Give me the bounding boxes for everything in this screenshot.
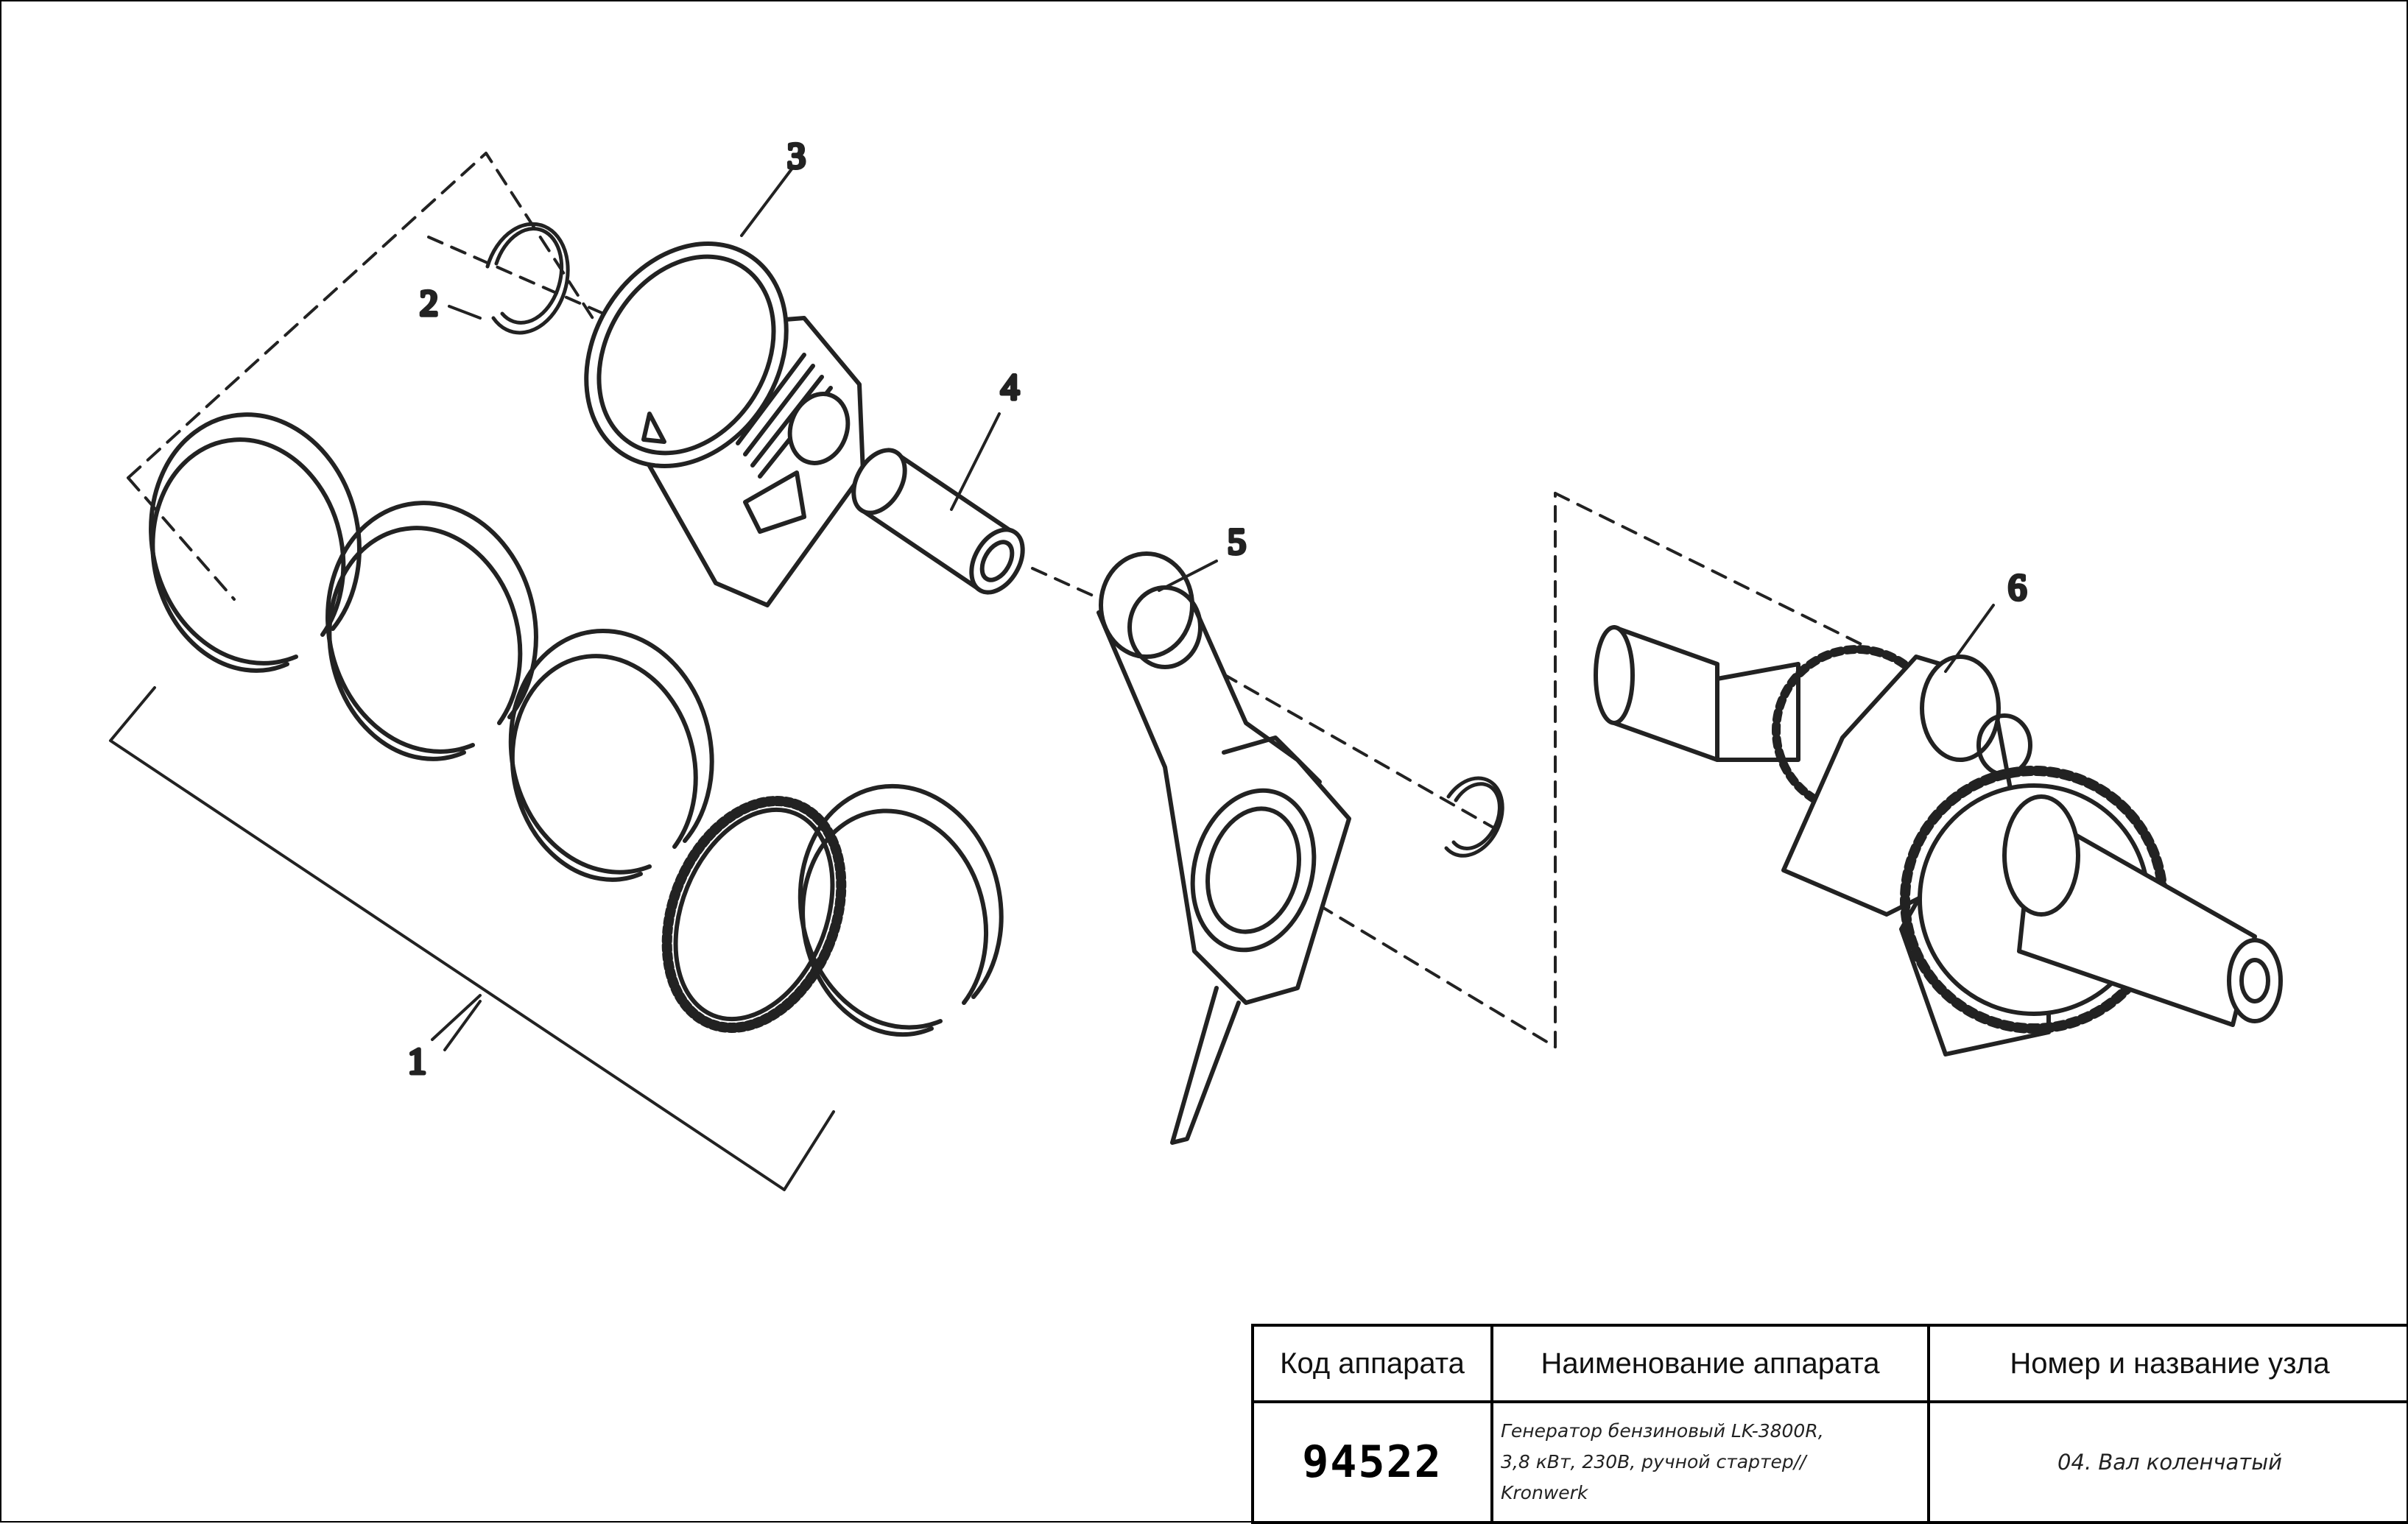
circlip-right <box>1444 776 1504 858</box>
callout-leaders <box>443 166 1995 1051</box>
device-code: 94522 <box>1251 1400 1493 1524</box>
header-device-code: Код аппарата <box>1251 1324 1493 1403</box>
piston <box>584 241 865 607</box>
callout-1: 1 <box>408 1040 426 1082</box>
callout-2: 2 <box>420 282 438 323</box>
device-name-line-3: Kronwerk <box>1501 1482 1588 1503</box>
callout-5: 5 <box>1228 521 1246 562</box>
crankshaft <box>1594 625 2283 1056</box>
piston-ring-third <box>508 629 714 875</box>
connecting-rod <box>1096 551 1351 1145</box>
header-unit-name: Номер и название узла <box>1927 1324 2408 1403</box>
device-name-line-1: Генератор бензиновый LK-3800R, <box>1501 1420 1824 1442</box>
piston-ring-second <box>325 501 538 754</box>
ring-set-bracket <box>109 686 835 1191</box>
callout-3: 3 <box>787 135 806 176</box>
piston-ring-bottom <box>798 783 1004 1030</box>
device-name-line-2: 3,8 кВт, 230В, ручной стартер// <box>1501 1451 1806 1472</box>
oil-ring-expander <box>661 796 847 1033</box>
circlip-left <box>485 222 570 335</box>
piston-ring-top <box>149 412 362 666</box>
title-block: Код аппарата Наименование аппарата Номер… <box>1251 1324 2408 1524</box>
header-device-name: Наименование аппарата <box>1490 1324 1930 1403</box>
piston-rings <box>149 412 1004 1037</box>
callout-4: 4 <box>1001 366 1019 407</box>
callout-6: 6 <box>2008 566 2027 607</box>
unit-name: 04. Вал коленчатый <box>1927 1400 2408 1524</box>
piston-pin <box>851 448 1025 595</box>
device-name: Генератор бензиновый LK-3800R, 3,8 кВт, … <box>1490 1400 1930 1524</box>
